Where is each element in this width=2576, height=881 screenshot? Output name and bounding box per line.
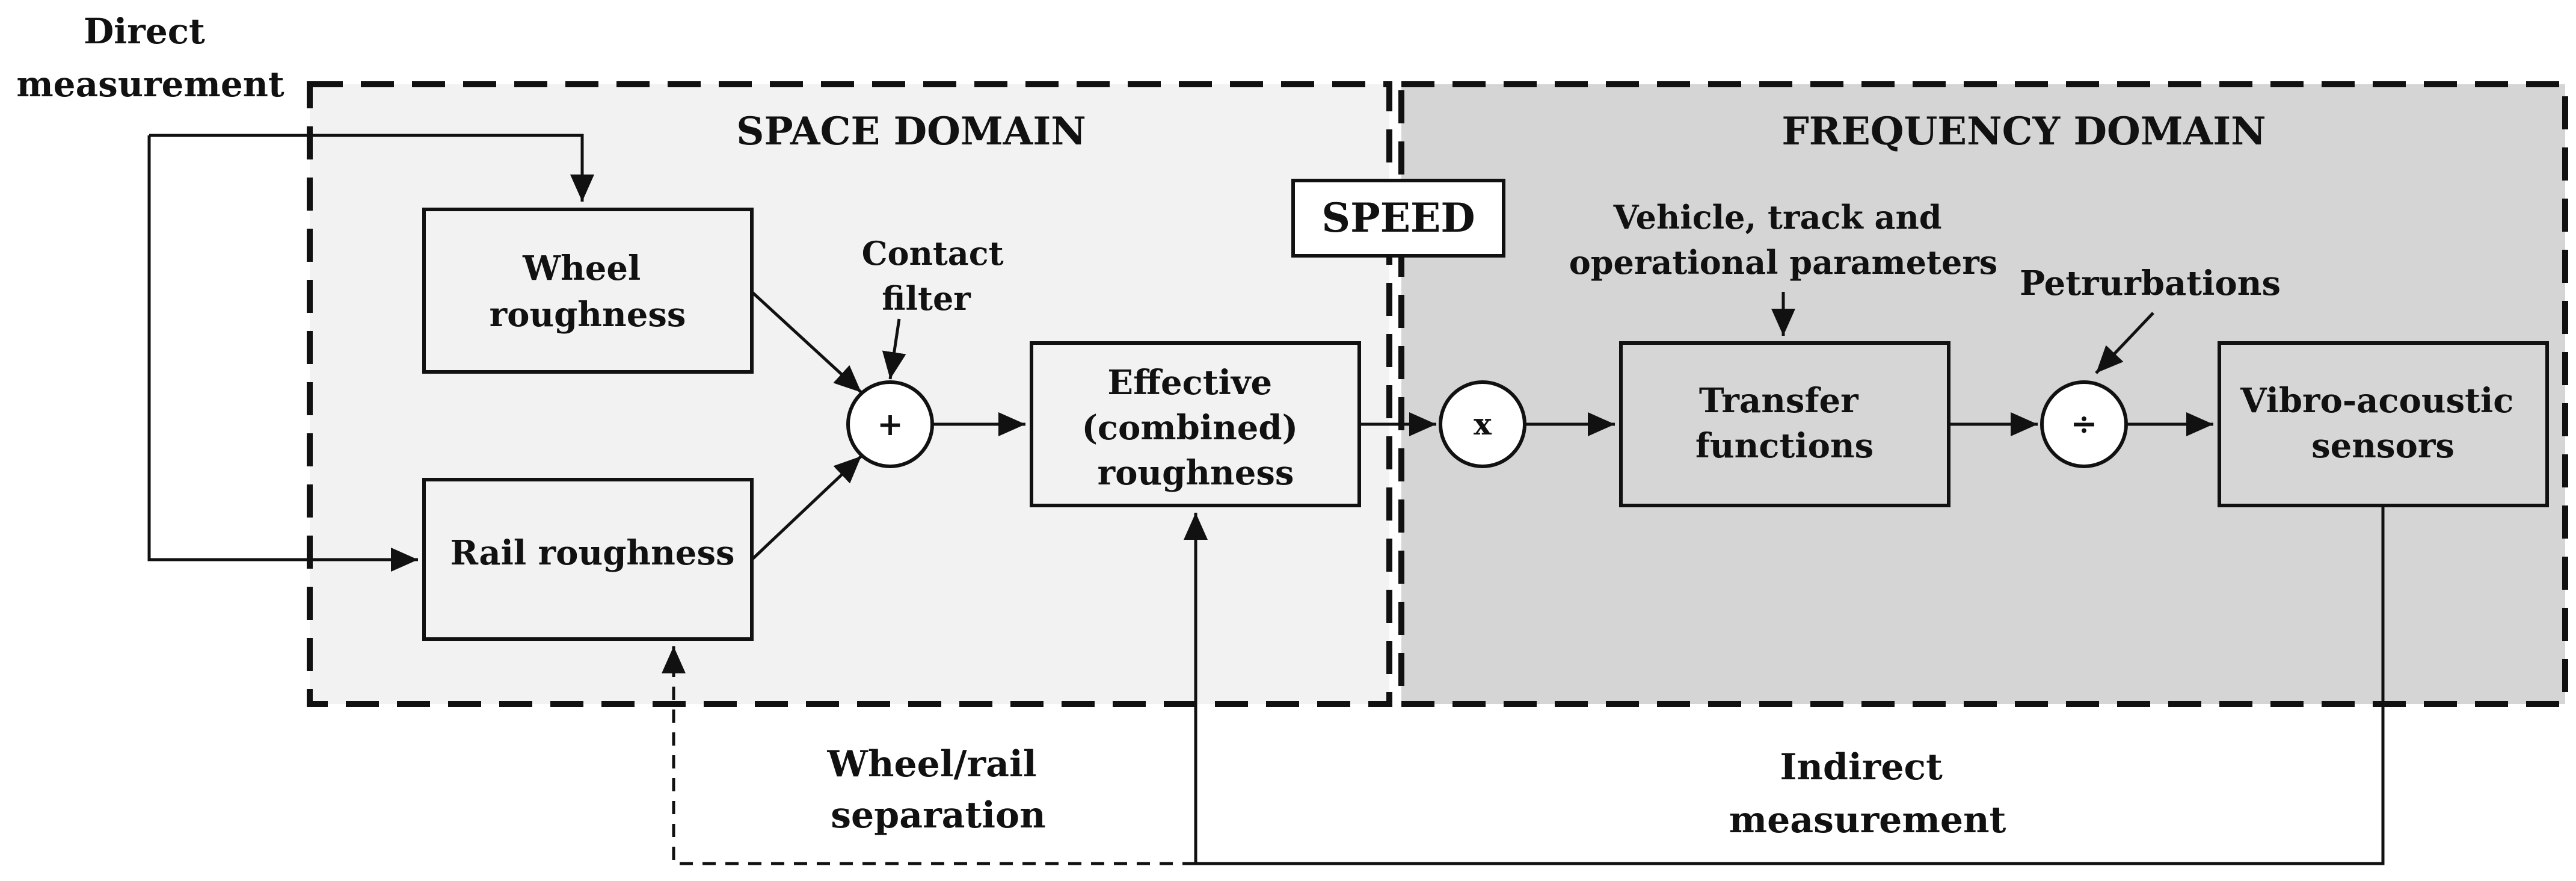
vehicle-parameters-label: Vehicle, track and operational parameter… [1569, 198, 1997, 282]
wheel-roughness-label: Wheel roughness [490, 249, 686, 335]
contact-filter-arrow [882, 318, 906, 380]
wheel-to-sum-arrow [751, 291, 862, 394]
direct-measurement-label: Direct measurement [16, 11, 284, 105]
direct-to-wheel-line [149, 134, 594, 202]
speed-label: SPEED [1321, 194, 1475, 241]
indirect-measurement-line [1184, 505, 2385, 865]
transfer-functions-box [1619, 341, 1950, 507]
vibro-acoustic-sensors-label: Vibro-acoustic sensors [2240, 381, 2525, 466]
wheel-rail-separation-label: Wheel/rail separation [826, 743, 1049, 836]
effective-roughness-label: Effective (combined) roughness [1081, 363, 1309, 493]
multiply-symbol: x [1474, 406, 1492, 442]
plus-symbol: + [877, 406, 903, 443]
direct-to-rail-line [147, 135, 418, 572]
petrurbations-arrow [2095, 312, 2154, 374]
vibro-acoustic-sensors-box [2218, 341, 2549, 507]
indirect-measurement-label: Indirect measurement [1729, 746, 2006, 841]
wheel-rail-separation-line [662, 646, 1196, 865]
rail-roughness-box [422, 478, 754, 641]
frequency-domain-title: FREQUENCY DOMAIN [1781, 109, 2266, 154]
transfer-functions-label: Transfer functions [1695, 381, 1874, 466]
rail-to-sum-arrow [751, 455, 862, 561]
contact-filter-label: Contact filter [862, 234, 1015, 318]
petrurbations-label: Petrurbations [2020, 264, 2281, 303]
wheel-roughness-box [422, 208, 754, 374]
rail-roughness-label: Rail roughness [450, 533, 735, 573]
speed-box [1291, 179, 1505, 258]
divide-symbol: ÷ [2070, 404, 2097, 443]
space-domain-title: SPACE DOMAIN [736, 109, 1086, 154]
